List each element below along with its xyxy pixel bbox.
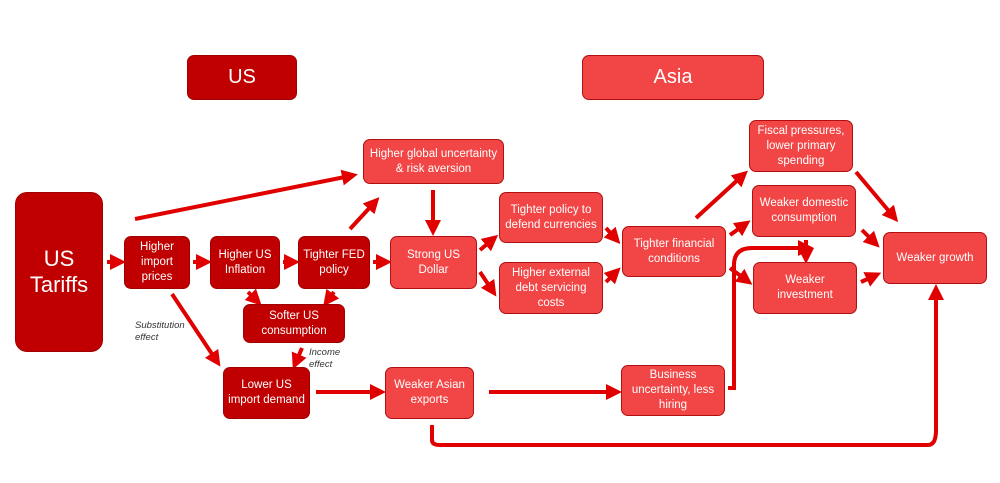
arrow <box>603 267 621 285</box>
node-lower-us-import-demand: Lower US import demand <box>223 367 310 419</box>
node-fiscal-pressures: Fiscal pressures, lower primary spending <box>749 120 853 172</box>
node-weaker-asian-exports: Weaker Asian exports <box>385 367 474 419</box>
us-header: US <box>187 55 297 100</box>
arrow <box>728 240 814 390</box>
arrow <box>348 197 380 231</box>
arrow <box>430 284 944 447</box>
node-strong-us-dollar: Strong US Dollar <box>390 236 477 289</box>
node-weaker-domestic-consumption: Weaker domestic consumption <box>752 185 856 237</box>
arrow <box>478 270 497 297</box>
node-weaker-investment: Weaker investment <box>753 262 857 314</box>
arrow <box>478 234 499 252</box>
node-tighter-financial-conditions: Tighter financial conditions <box>622 226 726 277</box>
arrow <box>323 288 340 307</box>
note-income-effect: Income effect <box>309 347 341 370</box>
node-us-tariffs: US Tariffs <box>15 192 103 352</box>
node-higher-global-uncertainty: Higher global uncertainty & risk aversio… <box>363 139 504 184</box>
arrow <box>728 220 751 237</box>
note-substitution-effect: Substitution effect <box>135 320 185 343</box>
node-higher-external-debt: Higher external debt servicing costs <box>499 262 603 314</box>
node-higher-us-inflation: Higher US Inflation <box>210 236 280 289</box>
node-higher-import-prices: Higher import prices <box>124 236 190 289</box>
node-business-uncertainty: Business uncertainty, less hiring <box>621 365 725 416</box>
node-softer-us-consumption: Softer US consumption <box>243 304 345 343</box>
arrow <box>134 169 358 221</box>
arrow <box>854 170 899 223</box>
asia-header: Asia <box>582 55 764 100</box>
node-tighter-fed-policy: Tighter FED policy <box>298 236 370 289</box>
arrow <box>860 272 882 287</box>
arrow <box>170 292 221 367</box>
arrow <box>244 288 262 306</box>
arrow <box>860 228 880 248</box>
arrow <box>291 347 307 370</box>
arrow <box>603 226 621 244</box>
node-weaker-growth: Weaker growth <box>883 232 987 284</box>
node-tighter-policy-currencies: Tighter policy to defend currencies <box>499 192 603 243</box>
arrow <box>694 170 748 220</box>
